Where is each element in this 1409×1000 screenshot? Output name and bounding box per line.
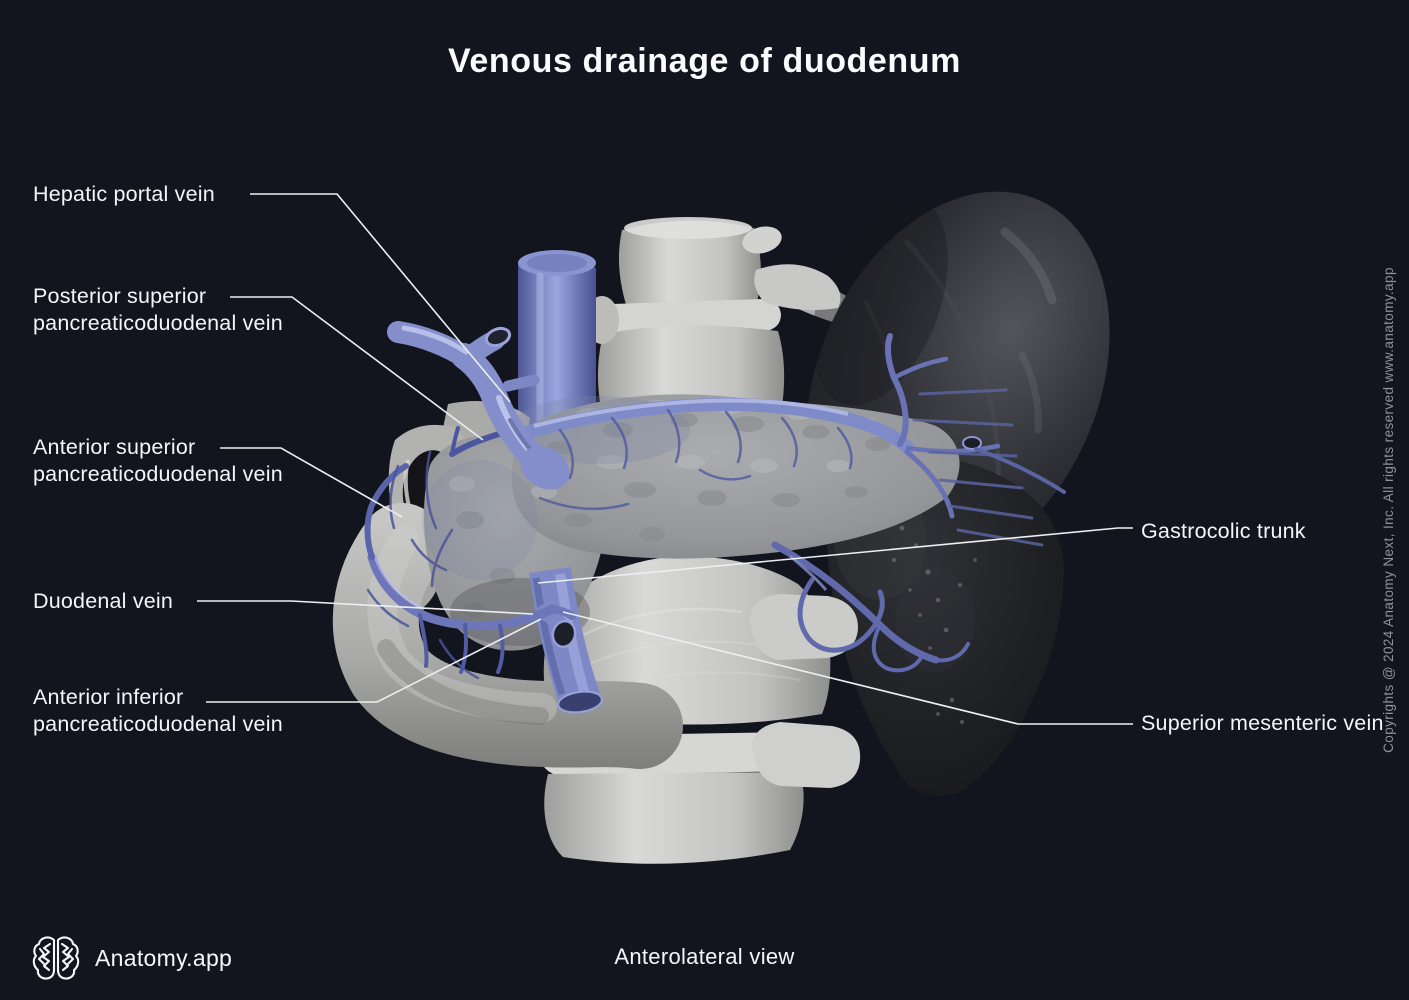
label-anterior-inferior-pancreaticoduodenal-vein: Anterior inferior pancreaticoduodenal ve… (33, 685, 283, 736)
vertebral-column (538, 217, 861, 864)
label-gastrocolic-trunk: Gastrocolic trunk (1141, 519, 1306, 543)
brain-logo-icon (32, 936, 80, 980)
label-hepatic-portal-vein: Hepatic portal vein (33, 182, 215, 206)
brand-footer: Anatomy.app (30, 933, 232, 983)
label-anterior-superior-pancreaticoduodenal-vein: Anterior superior pancreaticoduodenal ve… (33, 435, 283, 486)
label-superior-mesenteric-vein: Superior mesenteric vein (1141, 711, 1384, 735)
label-posterior-superior-pancreaticoduodenal-vein: Posterior superior pancreaticoduodenal v… (33, 284, 283, 335)
brand-name: Anatomy.app (95, 944, 233, 971)
page-title: Venous drainage of duodenum (447, 42, 962, 80)
label-duodenal-vein: Duodenal vein (33, 589, 174, 613)
view-label: Anterolateral view (614, 944, 795, 969)
copyright-text: Copyrights @ 2024 Anatomy Next, Inc. All… (1381, 267, 1396, 753)
